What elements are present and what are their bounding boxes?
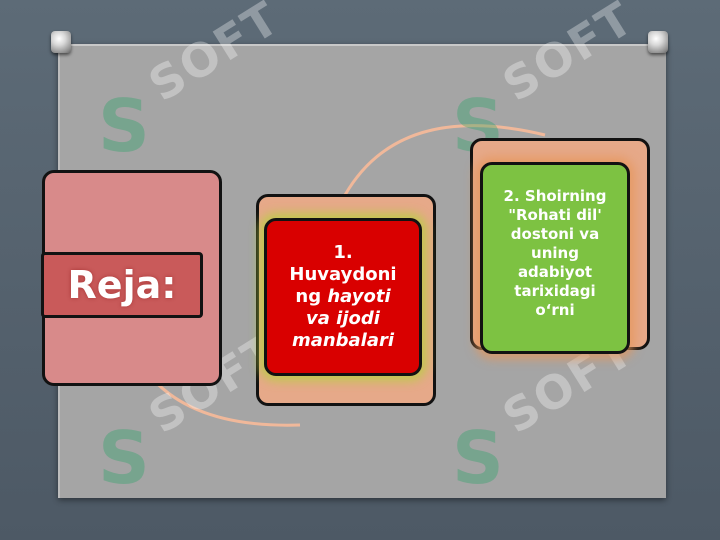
card2-line5: adabiyot <box>517 263 593 281</box>
card1-line2-plain: ng <box>295 286 328 307</box>
pushpin-left-icon <box>51 31 71 53</box>
card2-line7: o‘rni <box>535 301 575 319</box>
card2: 2. Shoirning "Rohati dil' dostoni va uni… <box>480 162 630 354</box>
card2-line6: tarixidagi <box>514 282 596 300</box>
watermark-logo-icon: S <box>98 84 150 168</box>
watermark-logo-icon: S <box>452 416 504 500</box>
pushpin-right-icon <box>648 31 668 53</box>
reja-title: Reja: <box>41 252 203 318</box>
card1-number: 1. <box>333 242 353 263</box>
card2-line4: uning <box>531 244 579 262</box>
connector-arc-upper <box>343 124 546 196</box>
card1-line3: va ijodi <box>306 308 380 329</box>
card1-line2-italic: hayoti <box>327 286 391 307</box>
card1-line2: ng hayoti <box>295 286 390 308</box>
card2-line2: "Rohati dil' <box>508 206 602 224</box>
card2-line1: 2. Shoirning <box>503 187 607 205</box>
card1-line1: Huvaydoni <box>289 264 397 285</box>
watermark-logo-icon: S <box>98 416 150 500</box>
card1-line4: manbalari <box>291 330 395 351</box>
card2-line3: dostoni va <box>510 225 600 243</box>
card1: 1. Huvaydoni ng hayoti va ijodi manbalar… <box>264 218 422 376</box>
